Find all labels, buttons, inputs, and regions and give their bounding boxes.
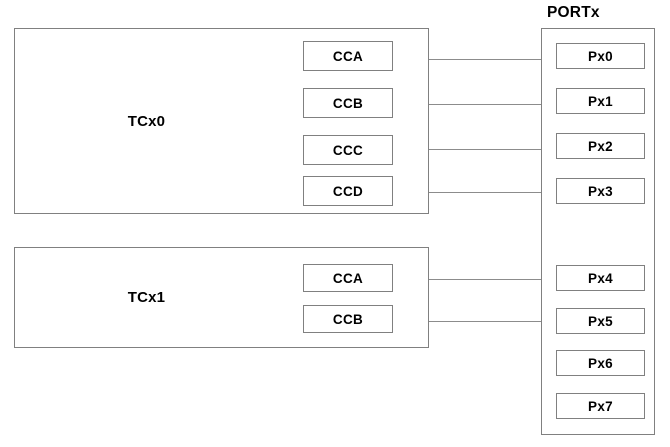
- connector-line: [393, 149, 556, 150]
- port-pin-px1[interactable]: Px1: [556, 88, 645, 114]
- compare-channel-tcx0-ccc[interactable]: CCC: [303, 135, 393, 165]
- port-block-title: PORTx: [547, 4, 600, 21]
- port-pin-px4[interactable]: Px4: [556, 265, 645, 291]
- connector-line: [393, 104, 556, 105]
- port-pin-px5[interactable]: Px5: [556, 308, 645, 334]
- module-label-tcx0: TCx0: [127, 112, 166, 130]
- port-pin-px0[interactable]: Px0: [556, 43, 645, 69]
- compare-channel-tcx0-ccb[interactable]: CCB: [303, 88, 393, 118]
- module-label-tcx1: TCx1: [127, 289, 166, 306]
- port-pin-px3[interactable]: Px3: [556, 178, 645, 204]
- compare-channel-tcx1-ccb[interactable]: CCB: [303, 305, 393, 333]
- connector-line: [393, 321, 556, 322]
- connector-line: [393, 59, 556, 60]
- connector-line: [393, 192, 556, 193]
- compare-channel-tcx0-ccd[interactable]: CCD: [303, 176, 393, 206]
- compare-channel-tcx0-cca[interactable]: CCA: [303, 41, 393, 71]
- connector-line: [393, 279, 556, 280]
- port-pin-px7[interactable]: Px7: [556, 393, 645, 419]
- compare-channel-tcx1-cca[interactable]: CCA: [303, 264, 393, 292]
- port-pin-px6[interactable]: Px6: [556, 350, 645, 376]
- port-pin-px2[interactable]: Px2: [556, 133, 645, 159]
